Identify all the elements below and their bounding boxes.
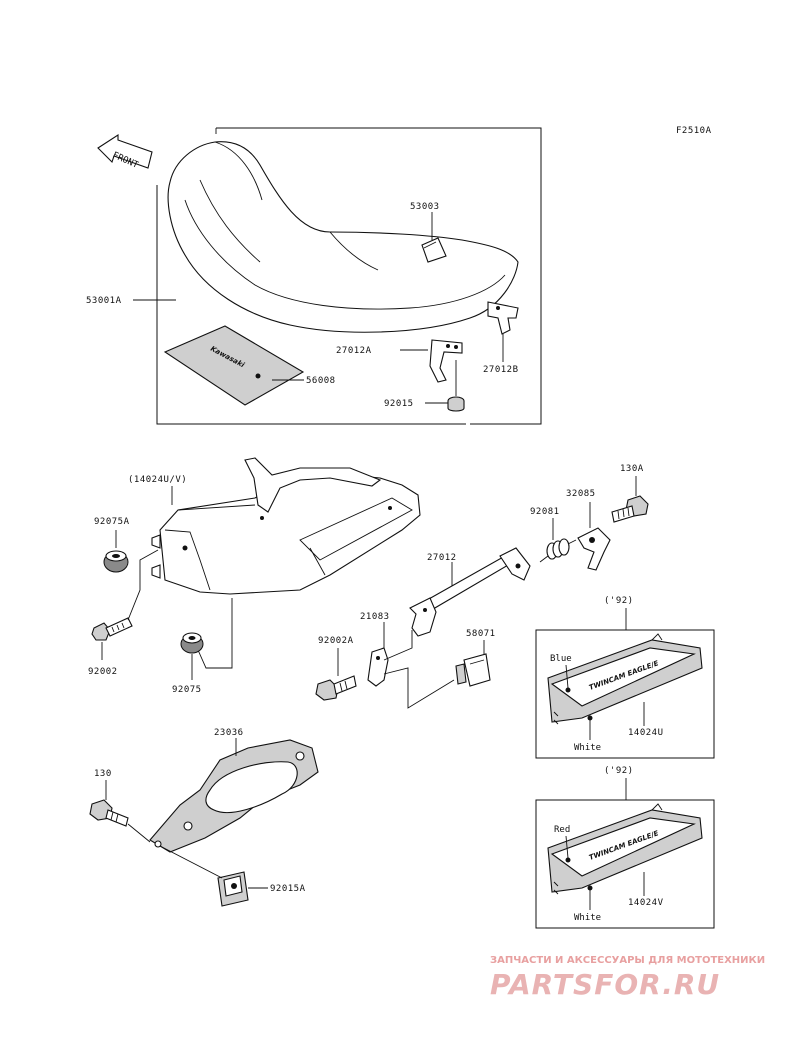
figure-code: F2510A [676,126,712,136]
watermark-logo: PARTSFOR.RU [490,968,720,1001]
variant-v-box: ('92) TWINCAM EAGLE/E Red White 14024V [535,766,715,929]
nut-92015a [217,871,249,907]
lock-bracket-21083 [367,630,455,709]
label-32085: 32085 [566,489,596,499]
switch-58071 [455,653,491,687]
seat-drawing [167,141,519,333]
label-53003: 53003 [410,202,440,212]
label-27012: 27012 [427,553,457,563]
seat-group [156,127,542,425]
label-92002: 92002 [88,667,118,677]
manual-card: Kawasaki [163,325,305,406]
bracket-27012b [487,301,519,335]
label-130: 130 [94,769,112,779]
spring-92081 [539,538,577,563]
variant-v-color-bottom: White [574,913,601,923]
bolt-130 [89,799,129,827]
bolt-92002 [91,617,133,641]
damper-92075 [180,632,204,654]
label-53001a: 53001A [86,296,122,306]
watermark: ЗАПЧАСТИ И АКСЕССУАРЫ ДЛЯ МОТОТЕХНИКИ PA… [490,955,765,1001]
label-56008: 56008 [306,376,336,386]
label-130a: 130A [620,464,644,474]
label-27012a: 27012A [336,346,372,356]
label-92075a: 92075A [94,517,130,527]
variant-u-color-bottom: White [574,743,601,753]
bolt-130a [611,495,649,523]
damper-92015 [447,360,465,412]
label-23036: 23036 [214,728,244,738]
damper-92075a [103,550,129,573]
front-arrow-icon: FRONT [97,133,153,171]
label-92015a: 92015A [270,884,306,894]
label-92015: 92015 [384,399,414,409]
variant-u-part: 14024U [628,728,664,738]
label-14024uv: (14024U/V) [128,475,187,485]
hook-32085 [577,527,611,571]
label-92002a: 92002A [318,636,354,646]
variant-u-box: ('92) TWINCAM EAGLE/E Blue White 14024U [535,596,715,759]
variant-u-year: ('92) [604,596,634,606]
label-92075: 92075 [172,685,202,695]
variant-v-part: 14024V [628,898,664,908]
label-58071: 58071 [466,629,496,639]
bracket-27012a [429,339,463,383]
seat-cover-drawing [151,457,421,595]
seat-lock-27012 [409,547,531,637]
label-92081: 92081 [530,507,560,517]
variant-v-year: ('92) [604,766,634,776]
variant-v-color-top: Red [554,825,570,835]
plate-23036 [149,739,319,853]
label-21083: 21083 [360,612,390,622]
variant-u-color-top: Blue [550,654,572,664]
label-270128: 27012B [483,365,519,375]
watermark-line1: ЗАПЧАСТИ И АКСЕССУАРЫ ДЛЯ МОТОТЕХНИКИ [490,955,765,966]
bolt-92002a [315,675,357,701]
